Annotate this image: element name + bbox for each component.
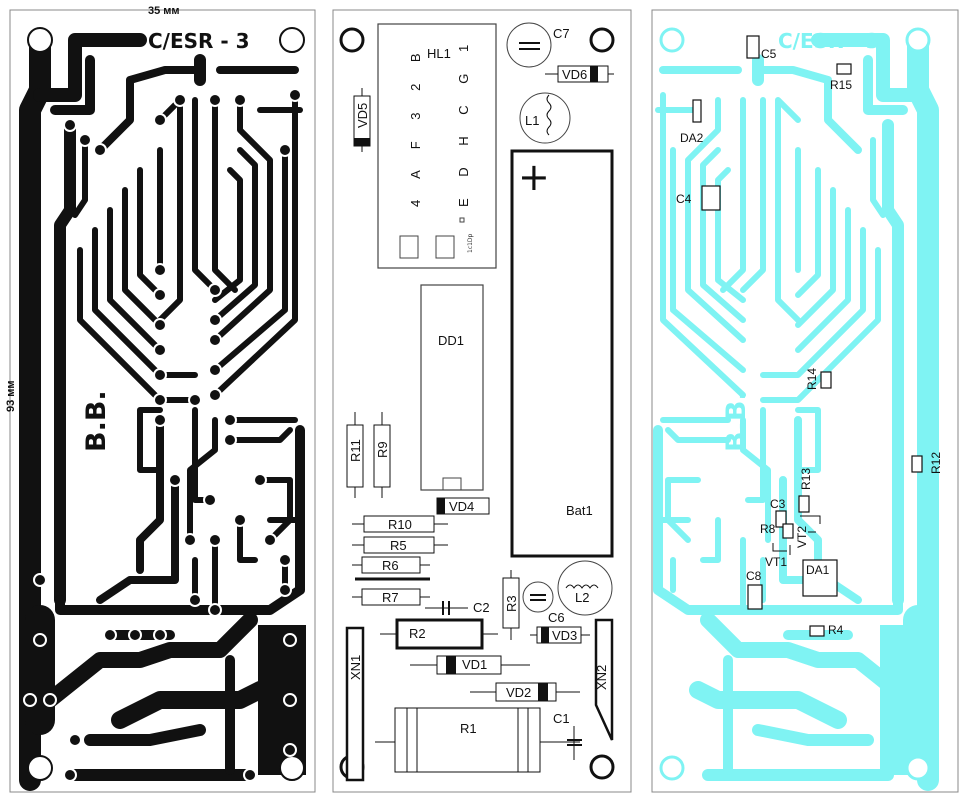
capacitor-c7-label: C6 — [548, 610, 565, 625]
smd-pcb-title: C/ESR - 3 — [778, 29, 880, 53]
component-layout-panel: HL1 4 A F 3 2 B E D H C G 1 1с1Dp DD1 + … — [332, 9, 632, 793]
smd-c8-label: C8 — [746, 569, 762, 583]
inductor-l2: L2 — [557, 560, 613, 616]
ground-pad — [258, 625, 306, 775]
svg-text:R7: R7 — [382, 590, 399, 605]
mounting-hole — [27, 27, 53, 53]
smd-r13-label: R13 — [799, 468, 813, 490]
resistor-r3: R3 — [502, 570, 520, 640]
svg-text:VD6: VD6 — [562, 67, 587, 82]
width-dimension-label: 35 мм — [148, 5, 180, 17]
battery-ref: Bat1 — [566, 503, 593, 518]
svg-text:VD2: VD2 — [506, 685, 531, 700]
diode-vd4: VD4 — [436, 497, 490, 515]
smd-c4-label: C4 — [676, 192, 692, 206]
capacitor-c1: C1 — [553, 711, 582, 760]
svg-text:R5: R5 — [390, 538, 407, 553]
battery-bat1: + Bat1 — [510, 149, 614, 558]
mounting-hole — [279, 755, 305, 781]
resistor-r9: R9 — [373, 412, 391, 498]
resistor-r10: R10 — [352, 515, 448, 533]
svg-text:L1: L1 — [525, 113, 539, 128]
svg-text:R2: R2 — [409, 626, 426, 641]
display-row2: E D H C G 1 — [456, 36, 471, 207]
svg-text:L2: L2 — [575, 590, 589, 605]
svg-text:VD3: VD3 — [552, 628, 577, 643]
smd-layout-panel: C/ESR - 3 B.B. C5 R15 DA2 C4 R14 R12 R13 — [652, 9, 959, 792]
smd-c3-label: C3 — [770, 497, 786, 511]
smd-r8-label: R8 — [760, 522, 776, 536]
mounting-hole — [279, 27, 305, 53]
display-small-text: 1с1Dp — [467, 233, 474, 253]
smd-r4-label: R4 — [828, 623, 844, 637]
resistor-r11: R11 — [346, 412, 364, 498]
diode-vd3: VD3 — [530, 626, 590, 644]
diode-vd6: VD6 — [545, 65, 614, 83]
diode-vd1: VD1 — [410, 655, 530, 675]
height-dimension-label: 93 мм — [5, 380, 17, 412]
pcb-title: C/ESR - 3 — [148, 29, 250, 53]
svg-text:C1: C1 — [553, 711, 570, 726]
resistor-r5: R5 — [352, 536, 448, 554]
smd-author-mark: B.B. — [721, 390, 752, 452]
smd-da1-label: DA1 — [806, 563, 830, 577]
svg-text:XN2: XN2 — [594, 665, 609, 690]
smd-r12-label: R12 — [929, 452, 943, 474]
resistor-r6: R6 — [352, 556, 430, 574]
battery-plus: + — [518, 155, 550, 199]
smd-vt2-label: VT2 — [795, 526, 809, 548]
diode-vd5: VD5 — [353, 88, 371, 152]
mounting-hole — [27, 755, 53, 781]
svg-text:C7: C7 — [553, 26, 570, 41]
diode-vd2: VD2 — [470, 682, 580, 702]
svg-text:R1: R1 — [460, 721, 477, 736]
author-mark: B.B. — [81, 390, 112, 452]
smd-da2-label: DA2 — [680, 131, 704, 145]
resistor-r2: R2 — [380, 618, 498, 650]
smd-vt1-label: VT1 — [765, 555, 787, 569]
display-ref: HL1 — [427, 46, 451, 61]
svg-text:C2: C2 — [473, 600, 490, 615]
svg-text:VD4: VD4 — [449, 499, 474, 514]
capacitor-c2: C2 — [425, 600, 490, 615]
display-hl1: HL1 4 A F 3 2 B E D H C G 1 1с1Dp — [377, 23, 497, 269]
svg-text:R3: R3 — [504, 595, 519, 612]
ic-dd1: DD1 — [420, 284, 484, 491]
resistor-r7: R7 — [352, 588, 430, 606]
svg-text:R10: R10 — [388, 517, 412, 532]
svg-text:R6: R6 — [382, 558, 399, 573]
svg-text:XN1: XN1 — [348, 655, 363, 680]
ic-ref: DD1 — [438, 333, 464, 348]
capacitor-round — [522, 581, 554, 613]
pcb-traces-panel: C/ESR - 3 B.B. — [9, 9, 316, 792]
svg-text:VD5: VD5 — [355, 103, 370, 128]
connector-xn2: XN2 — [594, 618, 614, 741]
smd-c5-label: C5 — [761, 47, 777, 61]
connector-xn1: XN1 — [345, 626, 365, 782]
svg-text:R11: R11 — [348, 439, 363, 462]
svg-text:VD1: VD1 — [462, 657, 487, 672]
display-row1: 4 A F 3 2 B — [408, 44, 423, 207]
pad-array — [23, 88, 302, 782]
smd-r14-label: R14 — [805, 368, 819, 390]
inductor-l1: L1 — [519, 92, 571, 144]
smd-r15-label: R15 — [830, 78, 852, 92]
resistor-r1: R1 — [375, 707, 580, 773]
capacitor-c6: C7 — [506, 22, 570, 68]
smd-ground-pad — [880, 625, 930, 775]
svg-text:R9: R9 — [375, 441, 390, 458]
